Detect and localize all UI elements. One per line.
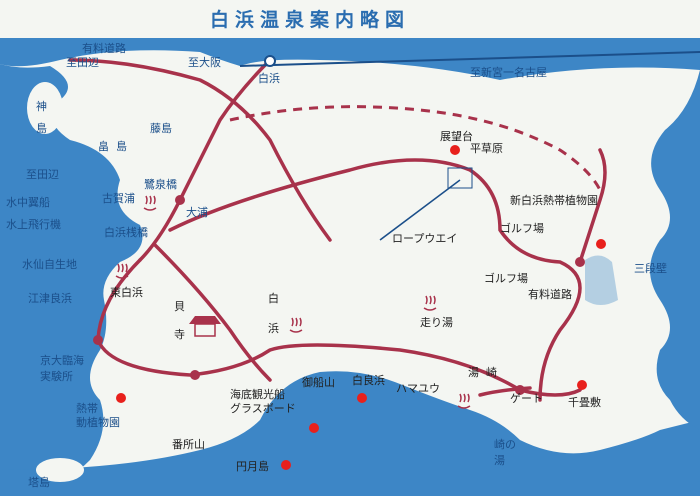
label-yuzaki-a: 湯 <box>468 366 479 379</box>
label-hydrofoil: 水中翼船 <box>6 195 50 209</box>
road-station <box>138 58 272 262</box>
marker-gosenyama <box>309 423 319 433</box>
label-kirigi-bashi: 鷺泉橋 <box>144 177 177 191</box>
label-to-shingu-nagoya: 至新宮一名古屋 <box>470 65 547 79</box>
junction-dots <box>93 195 585 395</box>
map-title: 白浜温泉案内略図 <box>210 8 410 31</box>
label-hamayu: ハマユウ <box>396 382 440 395</box>
label-engetsu: 円月島 <box>236 459 269 473</box>
label-shirahama-station: 白浜 <box>258 71 280 85</box>
label-hatakejima-a: 畠 <box>98 139 109 153</box>
junction-oura <box>175 195 185 205</box>
label-kai: 貝 <box>174 300 185 313</box>
sea-right <box>650 70 700 430</box>
label-ropeway: ロープウエイ <box>392 232 457 245</box>
label-to-tanabe-west: 至田辺 <box>26 168 59 181</box>
marker-senjojiki <box>577 380 587 390</box>
railway <box>239 51 700 67</box>
onsen-icon-hashiriyu <box>423 295 437 311</box>
label-saki-no-yu-b: 湯 <box>494 454 505 467</box>
label-nettai: 熱帯 <box>76 402 98 415</box>
label-toll-road-north: 有料道路 <box>82 41 126 55</box>
label-kaitei-kanko: 海底観光船 <box>230 387 285 401</box>
label-hiraso-hara: 平草原 <box>470 142 503 155</box>
label-koga-ura: 古賀浦 <box>102 192 135 205</box>
label-laboratory: 実験所 <box>40 369 73 383</box>
marker-engetsu <box>281 460 291 470</box>
toshima-island <box>36 458 84 482</box>
road-inner <box>153 243 272 382</box>
onsen-icon-shirahama <box>289 317 303 333</box>
observatory-icon <box>447 167 473 189</box>
label-kamishima-a: 神 <box>36 99 47 113</box>
label-kamishima-b: 島 <box>36 121 47 135</box>
label-to-osaka: 至大阪 <box>188 55 221 69</box>
sea-bottom <box>0 371 700 496</box>
marker-heisomi <box>450 145 460 155</box>
ropeway-line <box>379 179 461 241</box>
label-yuzaki-b: 崎 <box>486 365 497 379</box>
road-planned <box>229 105 602 191</box>
marker-sandanbeki <box>596 239 606 249</box>
sandanbeki-cliffs <box>585 255 618 305</box>
sea-left <box>0 64 143 496</box>
label-gate: ゲート <box>510 392 543 405</box>
label-golf-a: ゴルフ場 <box>500 221 544 235</box>
label-oura: 大浦 <box>186 205 208 219</box>
kamishima-island <box>27 82 63 134</box>
label-tera: 寺 <box>174 328 185 341</box>
label-kyoto-univ: 京大臨海 <box>40 353 84 367</box>
label-observatory: 展望台 <box>440 129 473 143</box>
label-etsu-ryohama: 江津良浜 <box>28 291 72 305</box>
road-toll <box>578 148 607 264</box>
junction-bansho <box>190 370 200 380</box>
label-zoo-garden: 動植物園 <box>76 415 120 429</box>
label-shiraraham: 白良浜 <box>352 373 385 387</box>
label-glass-board: グラスボード <box>230 401 296 415</box>
label-sandanbeki: 三段壁 <box>634 261 667 275</box>
station-icon <box>264 55 276 67</box>
onsen-icons <box>115 195 471 409</box>
label-saki-no-yu-a: 崎の <box>494 437 516 451</box>
label-toll-road-east: 有料道路 <box>528 287 572 301</box>
marker-shiraraham <box>357 393 367 403</box>
junction-kyodai <box>93 335 103 345</box>
label-shirahama-pier: 白浜桟橋 <box>104 225 148 239</box>
label-to-tanabe-north: 至田辺 <box>66 56 99 69</box>
marker-nettai <box>116 393 126 403</box>
onsen-icon-kirigi <box>143 195 157 211</box>
label-bansho-yama: 番所山 <box>172 438 205 451</box>
road-network <box>68 58 607 402</box>
label-gosenyama: 御船山 <box>302 375 335 389</box>
label-narcissus: 水仙自生地 <box>22 257 77 271</box>
poi-markers <box>116 145 606 470</box>
label-seaplane: 水上飛行機 <box>6 217 61 231</box>
label-toshima: 塔島 <box>28 475 50 489</box>
label-higashi-shirahama: 東白浜 <box>110 285 143 299</box>
onsen-icon-higashi <box>115 263 129 279</box>
temple-icon <box>189 316 221 337</box>
label-shin-shirahama-botanical: 新白浜熱帯植物園 <box>510 193 598 207</box>
label-golf-b: ゴルフ場 <box>484 271 528 285</box>
onsen-icon-yuzaki <box>457 393 471 409</box>
label-senjojiki: 千畳敷 <box>568 395 601 409</box>
label-hatakejima-b: 島 <box>116 139 127 153</box>
sea-top <box>0 38 700 80</box>
hatakejima-island <box>92 94 124 142</box>
label-shiro: 白 <box>268 291 279 305</box>
junction-gate <box>515 385 525 395</box>
road-ring <box>168 158 582 402</box>
label-fujishima: 藤島 <box>150 121 172 135</box>
label-hashiriyu: 走り湯 <box>420 316 453 329</box>
road-gate <box>478 386 532 397</box>
junction-golf <box>575 257 585 267</box>
label-hama: 浜 <box>268 322 279 335</box>
